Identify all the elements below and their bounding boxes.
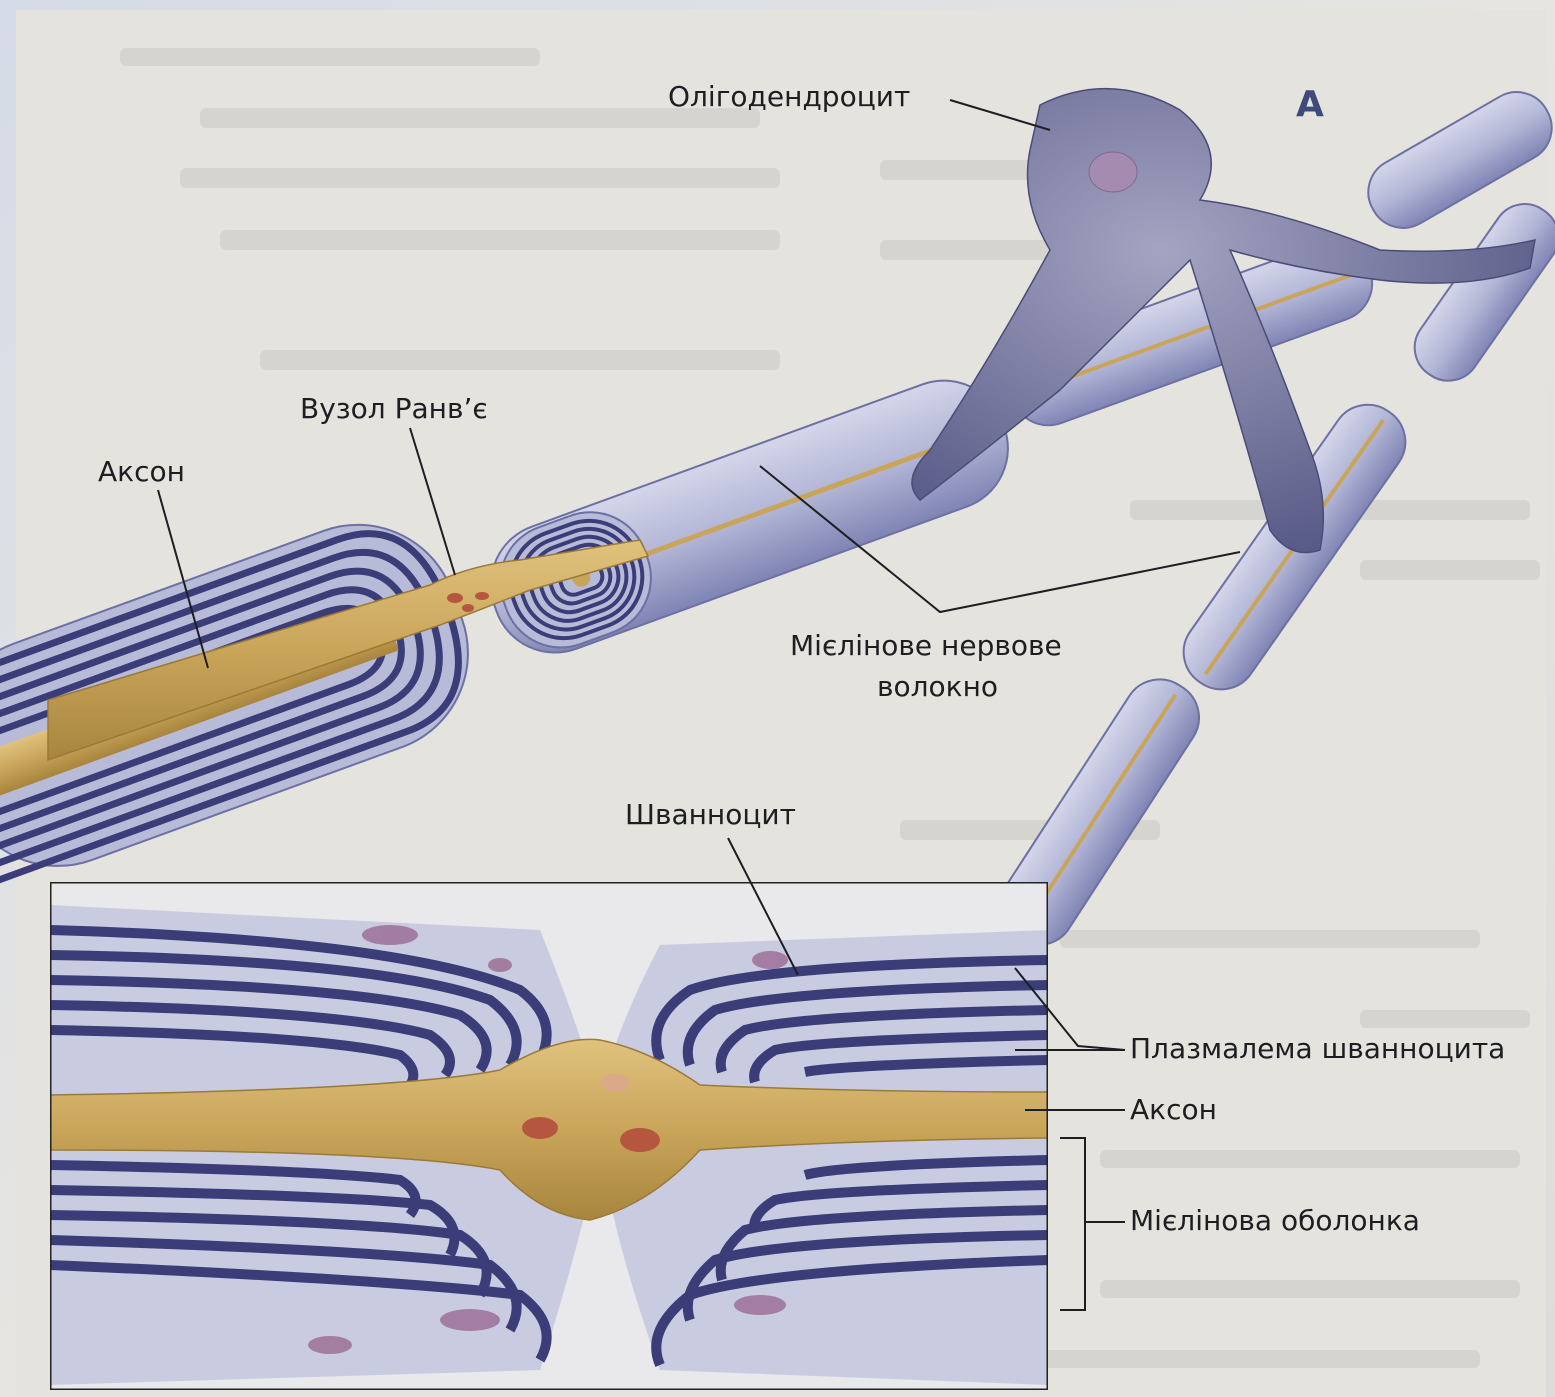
label-schwann-cell: Шванноцит xyxy=(625,798,796,832)
label-axon-top: Аксон xyxy=(98,455,185,489)
oligodendrocyte-nucleus xyxy=(1089,152,1137,192)
inset-panel xyxy=(50,882,1048,1390)
label-axon-inset: Аксон xyxy=(1130,1093,1217,1127)
label-schwann-plasmalemma: Плазмалема шванноцита xyxy=(1130,1032,1505,1066)
label-myelinated-fiber-line1: Мієлінове нервове xyxy=(790,629,1062,663)
label-node-of-ranvier: Вузол Ранв’є xyxy=(300,392,488,426)
label-oligodendrocyte: Олігодендроцит xyxy=(668,80,910,114)
label-myelin-sheath: Мієлінова оболонка xyxy=(1130,1204,1420,1238)
label-myelinated-fiber-line2: волокно xyxy=(877,670,998,704)
panel-letter: A xyxy=(1296,84,1324,125)
